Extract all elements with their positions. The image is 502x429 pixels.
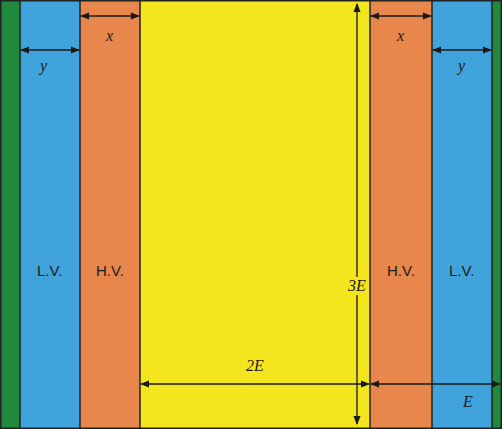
winding-label: L.V. (449, 262, 474, 279)
hv-winding (370, 0, 432, 429)
hv-winding (80, 0, 140, 429)
winding-label: H.V. (387, 262, 415, 279)
dimension-arrows (21, 4, 500, 424)
winding-band: H.V. (80, 0, 140, 429)
dimension-label: x (395, 27, 406, 45)
winding-band: H.V. (370, 0, 432, 429)
winding-label: L.V. (37, 262, 62, 279)
dimension-label: y (38, 57, 49, 75)
winding-label: H.V. (96, 262, 124, 279)
dimension-label: E (461, 393, 475, 411)
dimension-label: y (456, 57, 467, 75)
dimension-label: x (104, 27, 115, 45)
dimension-label: 2E (244, 357, 266, 375)
dimension-label: 3E (346, 277, 368, 295)
lv-winding (432, 0, 492, 429)
core-window (140, 0, 370, 429)
lv-winding (20, 0, 80, 429)
winding-band: L.V. (20, 0, 80, 429)
core-leg (0, 0, 20, 429)
